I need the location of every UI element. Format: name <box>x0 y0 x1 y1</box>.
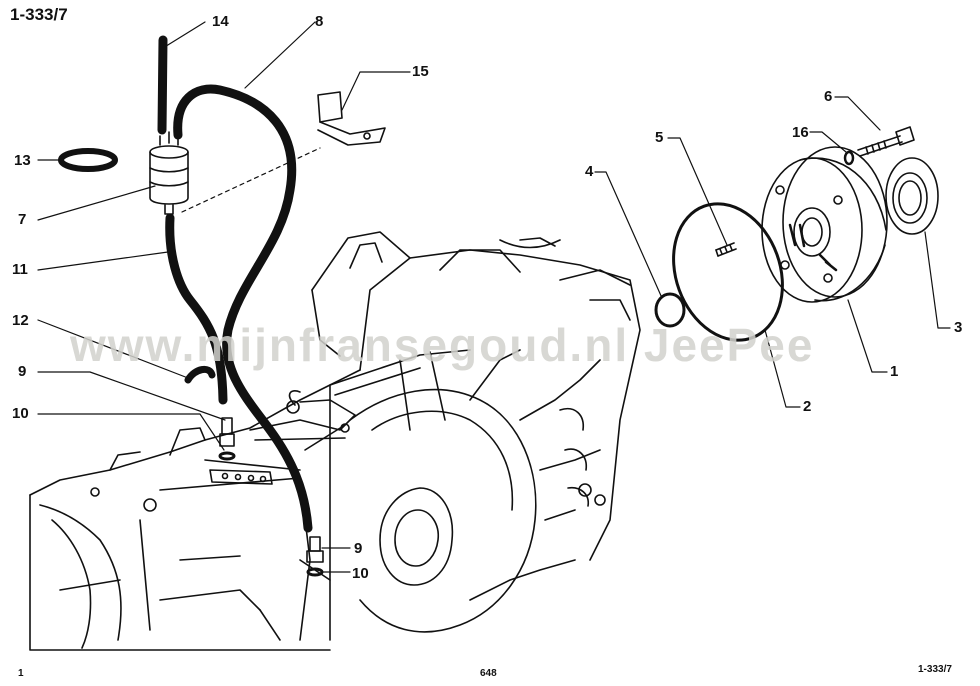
hose-14 <box>157 35 168 135</box>
callout-14: 14 <box>212 13 229 30</box>
sealing-ring <box>58 148 118 172</box>
callout-2: 2 <box>803 398 812 415</box>
hose-11 <box>165 213 228 405</box>
pump-housing <box>761 146 888 303</box>
callout-13: 13 <box>14 152 31 169</box>
watermark: www.mijnfransegoud.nl JeePee <box>70 319 815 371</box>
callout-6: 6 <box>824 88 833 105</box>
shaft-seal <box>885 157 939 235</box>
hose-clip <box>184 365 216 384</box>
callout-7: 7 <box>18 211 27 228</box>
callout-10-lower: 10 <box>352 565 369 582</box>
o-ring-large <box>672 202 784 342</box>
bolt <box>857 126 915 157</box>
leader-lines <box>37 21 951 573</box>
callout-11: 11 <box>12 261 28 278</box>
callout-9-lower: 9 <box>354 540 363 557</box>
callout-4: 4 <box>585 163 594 180</box>
union-upper <box>218 417 236 461</box>
callout-15: 15 <box>412 63 429 80</box>
callout-9-upper: 9 <box>18 363 27 380</box>
callout-5: 5 <box>655 129 664 146</box>
footer-left: 1 <box>18 668 24 679</box>
o-ring-small <box>654 292 686 328</box>
callout-3: 3 <box>954 319 963 336</box>
callout-10-upper: 10 <box>12 405 29 422</box>
hose-8 <box>173 84 313 533</box>
fuel-filter <box>149 131 189 215</box>
mounting-bracket <box>317 91 386 146</box>
footer-right: 1-333/7 <box>918 664 952 675</box>
small-screw <box>715 242 737 257</box>
callout-12: 12 <box>12 312 29 329</box>
sheet-id: 1-333/7 <box>10 5 68 24</box>
callout-16: 16 <box>792 124 809 141</box>
callout-1: 1 <box>890 363 899 380</box>
callout-8: 8 <box>315 13 324 30</box>
footer-center: 648 <box>480 668 497 679</box>
washer <box>843 150 855 166</box>
gearbox-housing <box>29 231 641 651</box>
